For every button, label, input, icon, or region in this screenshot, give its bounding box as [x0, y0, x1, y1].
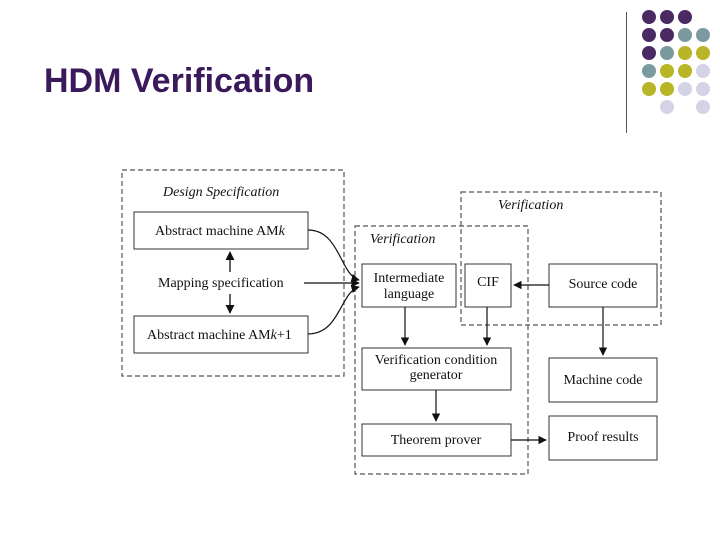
- decorative-dot: [696, 28, 710, 42]
- decorative-dot: [678, 64, 692, 78]
- cif-label: CIF: [477, 275, 499, 290]
- decorative-dot: [696, 46, 710, 60]
- decorative-dot: [642, 82, 656, 96]
- cif-box: [464, 263, 512, 308]
- decorative-dot: [660, 28, 674, 42]
- decorative-dot: [678, 46, 692, 60]
- intermediate-language-line2: language: [384, 287, 435, 302]
- arrow-am-k-to-intermediate: [307, 229, 360, 283]
- decorative-dot: [678, 28, 692, 42]
- decorative-dot: [660, 10, 674, 24]
- machine-code-box: [548, 357, 658, 403]
- source-code-label: Source code: [569, 277, 638, 292]
- decorative-dot: [678, 10, 692, 24]
- verification-condition-generator-box: [361, 347, 512, 391]
- vcg-line1: Verification condition: [375, 353, 497, 368]
- vcg-line2: generator: [410, 368, 463, 383]
- decorative-dot: [642, 46, 656, 60]
- decorative-dot: [660, 46, 674, 60]
- arrow-am-k1-to-intermediate: [307, 284, 360, 335]
- abstract-machine-k-label: Abstract machine AMk: [155, 224, 286, 239]
- decorative-dot: [642, 28, 656, 42]
- decorative-dot: [660, 82, 674, 96]
- verification-outer-group: [460, 191, 662, 326]
- decorative-dot: [678, 82, 692, 96]
- decorative-dot: [660, 100, 674, 114]
- decorative-dot: [696, 100, 710, 114]
- design-specification-title: Design Specification: [162, 185, 279, 200]
- verification-inner-group: [354, 225, 529, 475]
- source-code-box: [548, 263, 658, 308]
- decorative-dot: [696, 64, 710, 78]
- design-specification-group: [121, 169, 345, 377]
- title-divider-line: [626, 12, 627, 133]
- decorative-dot-grid: [640, 8, 716, 120]
- mapping-specification-label: Mapping specification: [158, 276, 284, 291]
- intermediate-language-line1: Intermediate: [374, 271, 445, 286]
- verification-outer-title: Verification: [498, 198, 563, 213]
- theorem-prover-label: Theorem prover: [391, 433, 482, 448]
- abstract-machine-k1-box: [133, 315, 309, 354]
- slide-title: HDM Verification: [44, 62, 315, 100]
- proof-results-label: Proof results: [567, 430, 638, 445]
- machine-code-label: Machine code: [564, 373, 643, 388]
- decorative-dot: [696, 82, 710, 96]
- decorative-dot: [642, 64, 656, 78]
- proof-results-box: [548, 415, 658, 461]
- verification-inner-title: Verification: [370, 232, 435, 247]
- decorative-dot: [660, 64, 674, 78]
- abstract-machine-k1-label: Abstract machine AMk+1: [147, 328, 292, 343]
- intermediate-language-box: [361, 263, 457, 308]
- decorative-dot: [642, 10, 656, 24]
- abstract-machine-k-box: [133, 211, 309, 250]
